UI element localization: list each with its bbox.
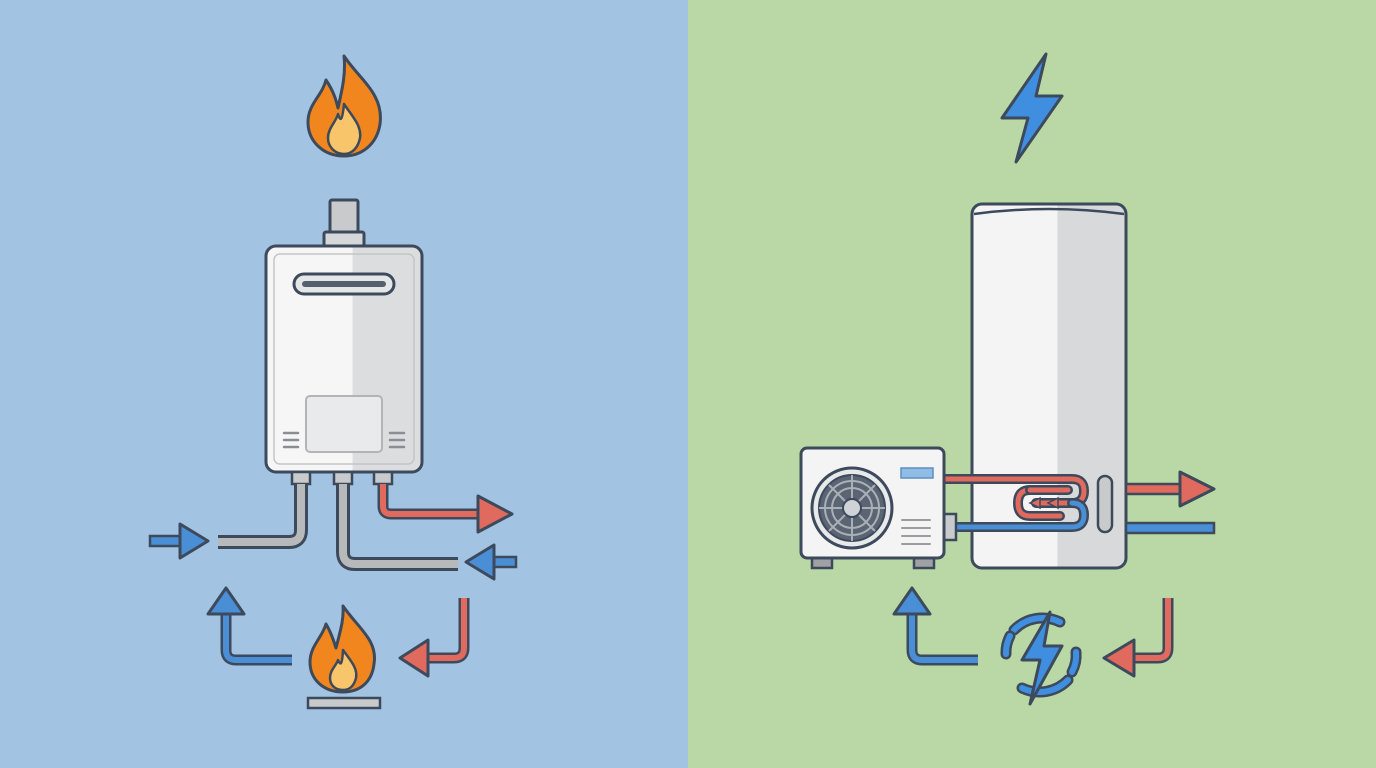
hp-cycle-return-arrow-red xyxy=(1102,598,1174,678)
hp-cycle-up-arrow-blue xyxy=(892,586,978,666)
fan-icon xyxy=(810,466,894,550)
cycle-return-arrow-red xyxy=(398,598,470,678)
cold-water-return-arrow xyxy=(464,543,518,581)
gas-heater-pipes xyxy=(218,484,458,571)
refrigerant-coil xyxy=(939,474,1089,532)
tankless-gas-water-heater xyxy=(264,198,424,486)
cycle-up-arrow-blue xyxy=(206,586,292,666)
hot-water-out-arrow xyxy=(377,484,514,534)
electric-cycle-icon xyxy=(1000,610,1082,706)
coil-direction-arrows xyxy=(1028,496,1059,510)
flame-icon xyxy=(306,54,382,158)
cold-water-in-arrow xyxy=(148,522,210,560)
lightning-bolt-icon xyxy=(1000,52,1064,164)
heat-pump-hot-water-out-arrow xyxy=(1124,470,1216,508)
burner-flame-icon xyxy=(306,604,382,710)
heat-pump-cold-water-in-pipe xyxy=(1124,521,1216,535)
